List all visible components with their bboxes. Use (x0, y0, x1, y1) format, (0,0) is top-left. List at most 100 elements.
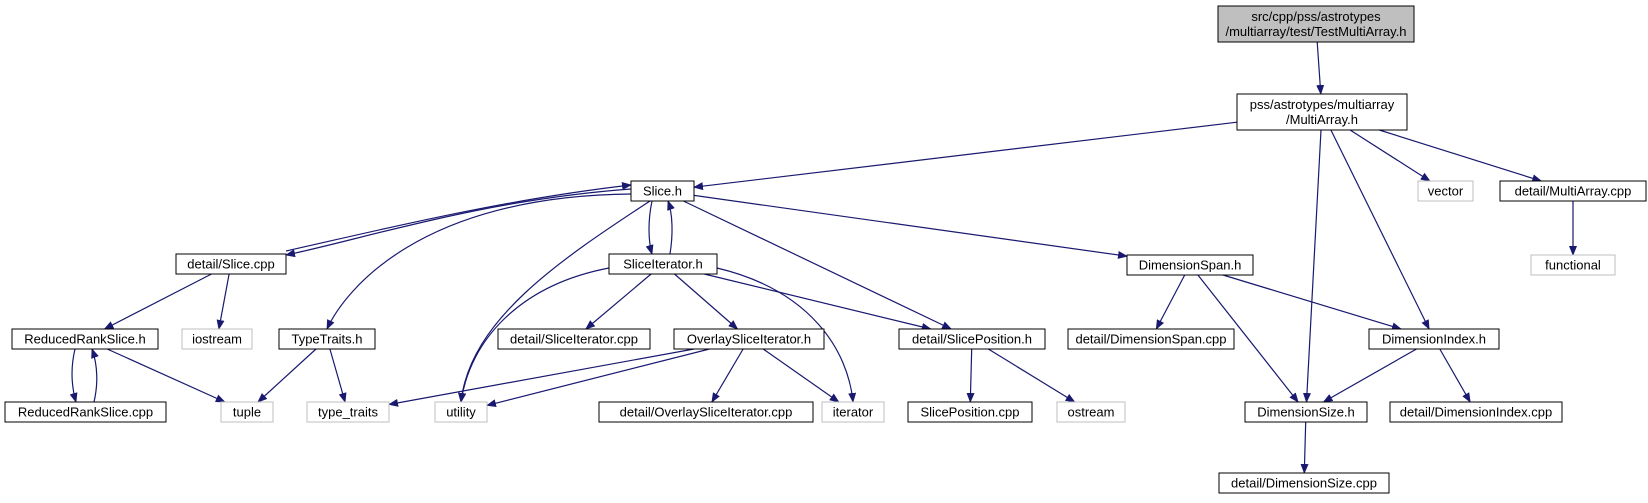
edge-slice_cpp-to-reducedrankslice_h (103, 273, 212, 330)
edge-overlaysliceiterator_h-to-iterator (762, 348, 840, 403)
node-box (598, 401, 814, 423)
edge-sliceiterator_h-to-slice_h (667, 200, 675, 255)
edge-overlaysliceiterator_h-to-utility (486, 348, 710, 408)
node-label: utility (446, 405, 476, 420)
node-ostream: ostream (1056, 401, 1126, 423)
node-label: vector (1428, 184, 1464, 199)
edge-sliceposition_h-to-sliceposition_cpp (966, 348, 975, 403)
node-reducedrankslice-cpp[interactable]: ReducedRankSlice.cpp (4, 401, 167, 423)
node-label: detail/DimensionIndex.cpp (1400, 405, 1552, 420)
node-iterator: iterator (821, 401, 885, 423)
node-label: detail/Slice.cpp (187, 257, 274, 272)
node-box (1126, 254, 1254, 276)
node-dimensionindex-cpp[interactable]: detail/DimensionIndex.cpp (1389, 401, 1563, 423)
node-utility: utility (434, 401, 488, 423)
edge-slice_h-to-sliceiterator_h (645, 200, 654, 255)
node-box (673, 328, 825, 350)
edge-dimensionindex_h-to-dimensionindex_cpp (1439, 348, 1471, 403)
node-box (1218, 472, 1390, 494)
edge-slice_cpp-to-slice_h (285, 182, 632, 252)
node-label: ReducedRankSlice.cpp (18, 405, 153, 420)
node-label: DimensionIndex.h (1382, 332, 1486, 347)
node-dimensionsize-cpp[interactable]: detail/DimensionSize.cpp (1218, 472, 1390, 494)
node-box (1244, 401, 1368, 423)
node-box (630, 180, 695, 202)
edge-multiarray_h-to-dimensionindex_h (1330, 129, 1430, 330)
node-type-traits: type_traits (306, 401, 390, 423)
node-label: detail/SliceIterator.cpp (510, 332, 638, 347)
node-box (181, 328, 253, 350)
node-label: OverlaySliceIterator.h (687, 332, 811, 347)
node-box (1056, 401, 1126, 423)
node-label: functional (1545, 258, 1601, 273)
node-root[interactable]: src/cpp/pss/astrotypes/multiarray/test/T… (1217, 5, 1415, 43)
edge-sliceiterator_h-to-sliceposition_h (704, 273, 932, 331)
node-sliceposition-cpp[interactable]: SlicePosition.cpp (907, 401, 1033, 423)
node-box (4, 401, 167, 423)
edge-typetraits_h-to-type_traits (329, 348, 347, 403)
edge-root-to-multiarray_h (1316, 41, 1325, 95)
node-box (1389, 401, 1563, 423)
node-label: src/cpp/pss/astrotypes/multiarray/test/T… (1225, 9, 1406, 39)
edge-sliceposition_h-to-ostream (987, 348, 1076, 403)
edge-sliceiterator_h-to-utility (458, 267, 610, 403)
node-multiarray-h[interactable]: pss/astrotypes/multiarray/MultiArray.h (1236, 93, 1408, 131)
node-vector: vector (1417, 180, 1474, 202)
node-box (1499, 180, 1647, 202)
node-label: detail/DimensionSize.cpp (1231, 476, 1377, 491)
edge-multiarray_h-to-slice_h (693, 121, 1238, 191)
edge-multiarray_h-to-multiarray_cpp (1379, 129, 1543, 183)
edge-dimensionindex_h-to-dimensionsize_h (1322, 348, 1417, 403)
node-reducedrankslice-h[interactable]: ReducedRankSlice.h (11, 328, 159, 350)
node-tuple: tuple (220, 401, 274, 423)
edge-dimensionsize_h-to-dimensionsize_cpp (1300, 421, 1309, 474)
node-label: tuple (233, 405, 261, 420)
node-overlaysliceiterator-h[interactable]: OverlaySliceIterator.h (673, 328, 825, 350)
edge-dimensionspan_h-to-dimensionspan_cpp (1155, 274, 1186, 330)
node-box (907, 401, 1033, 423)
node-box (1368, 328, 1500, 350)
node-box (898, 328, 1046, 350)
node-typetraits-h[interactable]: TypeTraits.h (278, 328, 376, 350)
edge-sliceiterator_h-to-overlaysliceiterator_h (674, 273, 739, 330)
node-sliceiterator-cpp[interactable]: detail/SliceIterator.cpp (497, 328, 651, 350)
edge-slice_h-to-slice_cpp (285, 188, 632, 258)
edge-typetraits_h-to-tuple (257, 348, 317, 403)
node-label: DimensionSpan.h (1139, 258, 1242, 273)
node-label: TypeTraits.h (291, 332, 362, 347)
node-box (821, 401, 885, 423)
edge-reducedrankslice_h-to-tuple (106, 348, 226, 403)
node-label: SlicePosition.cpp (921, 405, 1020, 420)
edge-multiarray_h-to-dimensionsize_h (1302, 129, 1322, 403)
node-box (1217, 5, 1415, 43)
edge-slice_cpp-to-iostream (216, 273, 230, 330)
node-slice-cpp[interactable]: detail/Slice.cpp (175, 253, 287, 275)
node-sliceposition-h[interactable]: detail/SlicePosition.h (898, 328, 1046, 350)
node-slice-h[interactable]: Slice.h (630, 180, 695, 202)
edge-dimensionspan_h-to-dimensionsize_h (1197, 274, 1299, 403)
edge-overlaysliceiterator_h-to-type_traits (388, 348, 695, 407)
node-dimensionspan-cpp[interactable]: detail/DimensionSpan.cpp (1067, 328, 1235, 350)
edge-sliceiterator_h-to-iterator (716, 267, 857, 403)
node-box (175, 253, 287, 275)
node-label: iostream (192, 332, 242, 347)
node-overlaysliceiterator-cpp[interactable]: detail/OverlaySliceIterator.cpp (598, 401, 814, 423)
edge-multiarray_h-to-vector (1349, 129, 1431, 182)
node-label: detail/MultiArray.cpp (1515, 184, 1632, 199)
node-dimensionsize-h[interactable]: DimensionSize.h (1244, 401, 1368, 423)
node-box (11, 328, 159, 350)
node-box (608, 253, 718, 275)
node-label: type_traits (318, 405, 378, 420)
node-label: Slice.h (643, 184, 682, 199)
node-label: SliceIterator.h (623, 257, 703, 272)
edge-slice_h-to-typetraits_h (326, 193, 632, 330)
node-dimensionspan-h[interactable]: DimensionSpan.h (1126, 254, 1254, 276)
edge-reducedrankslice_cpp-to-reducedrankslice_h (91, 348, 99, 403)
node-label: pss/astrotypes/multiarray/MultiArray.h (1250, 97, 1395, 127)
node-multiarray-cpp[interactable]: detail/MultiArray.cpp (1499, 180, 1647, 202)
node-sliceiterator-h[interactable]: SliceIterator.h (608, 253, 718, 275)
node-label: iterator (833, 405, 874, 420)
node-dimensionindex-h[interactable]: DimensionIndex.h (1368, 328, 1500, 350)
node-box (1236, 93, 1408, 131)
